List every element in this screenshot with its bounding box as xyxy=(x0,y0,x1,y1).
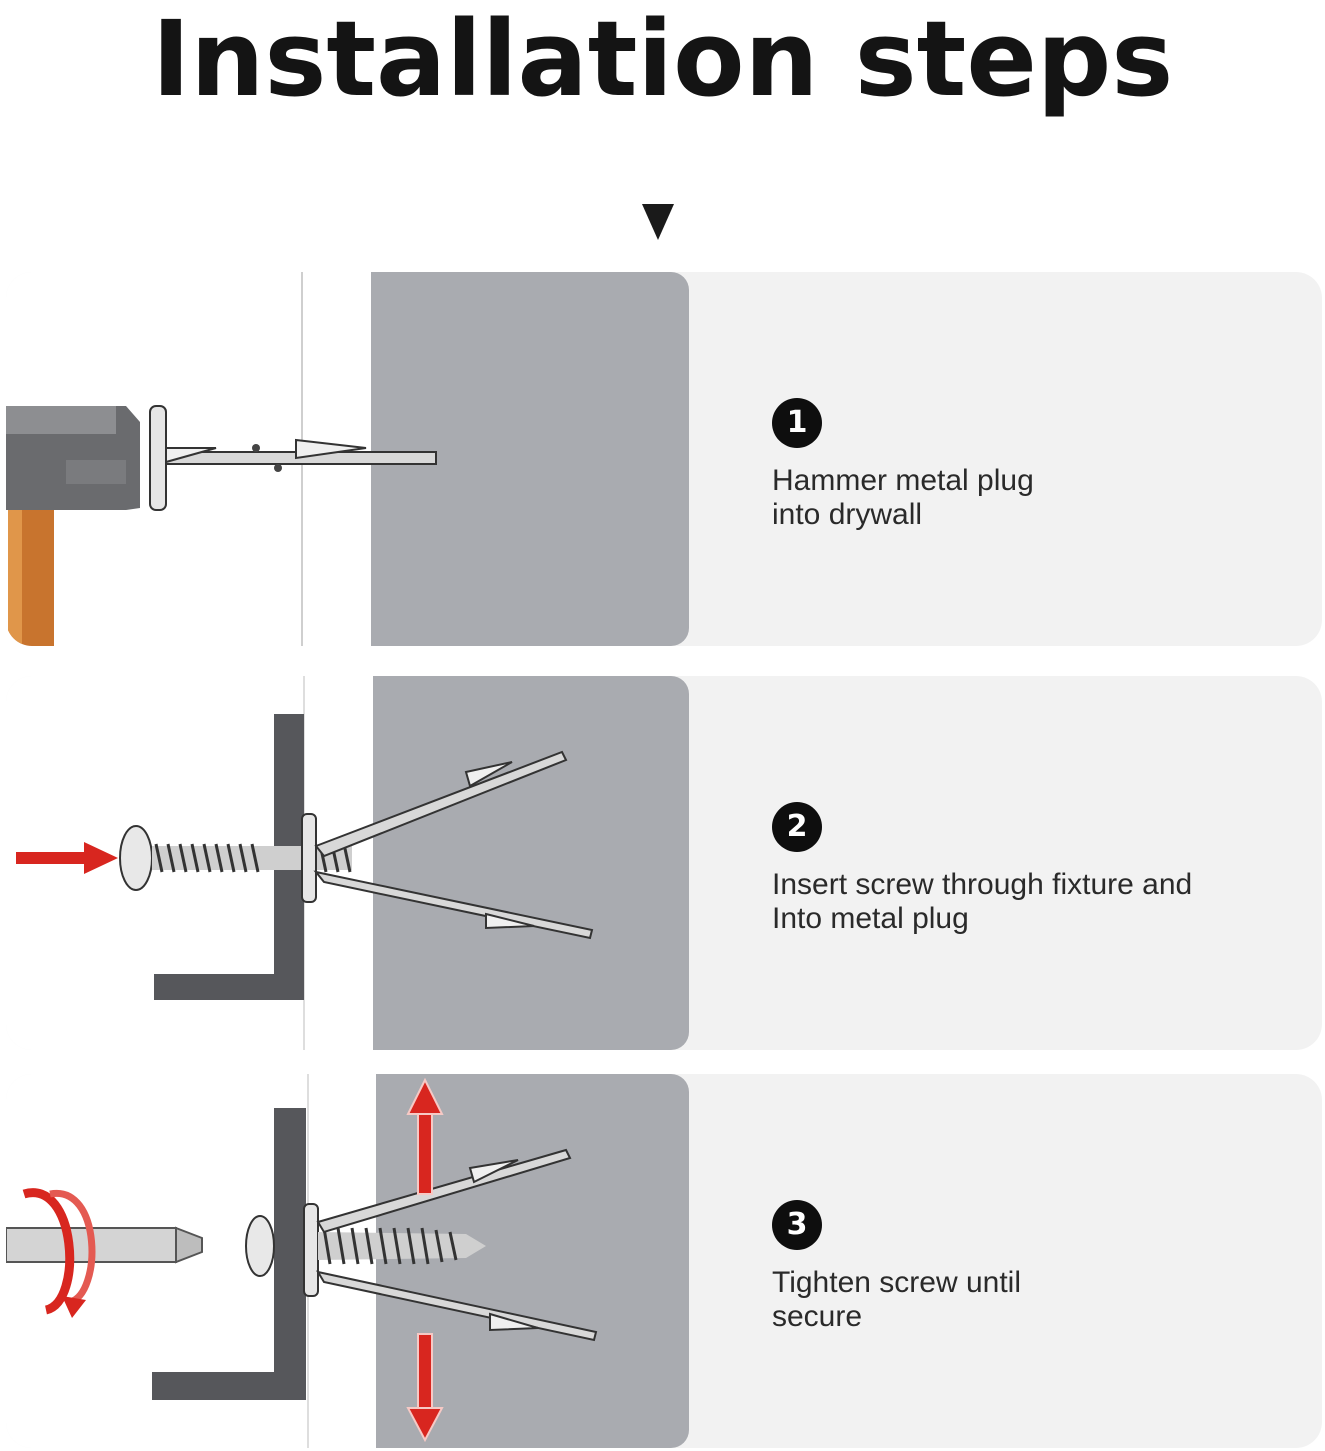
hammer-plug-icon xyxy=(6,272,706,646)
step-caption-line: Into metal plug xyxy=(772,902,969,935)
step-caption-line: Hammer metal plug xyxy=(772,464,1034,497)
step-caption-line: Tighten screw until xyxy=(772,1266,1021,1299)
step-caption-line: into drywall xyxy=(772,498,923,531)
step-caption: Tighten screw until secure xyxy=(772,1266,1292,1334)
screw-insert-icon xyxy=(6,676,706,1050)
page-title: Installation steps xyxy=(151,0,1174,120)
step-1-card: 1 Hammer metal plug into drywall xyxy=(6,272,1322,646)
step-caption-line: secure xyxy=(772,1300,863,1333)
step-caption: Insert screw through fixture and Into me… xyxy=(772,868,1292,936)
screwdriver-tighten-icon xyxy=(6,1074,706,1448)
step-number-badge: 2 xyxy=(772,802,822,852)
step-caption: Hammer metal plug into drywall xyxy=(772,464,1292,532)
down-triangle-icon xyxy=(642,204,674,240)
step-number-badge: 3 xyxy=(772,1200,822,1250)
step-caption-line: Insert screw through fixture and xyxy=(772,868,1193,901)
step-3-card: 3 Tighten screw until secure xyxy=(6,1074,1322,1448)
step-2-card: 2 Insert screw through fixture and Into … xyxy=(6,676,1322,1050)
step-number-badge: 1 xyxy=(772,398,822,448)
